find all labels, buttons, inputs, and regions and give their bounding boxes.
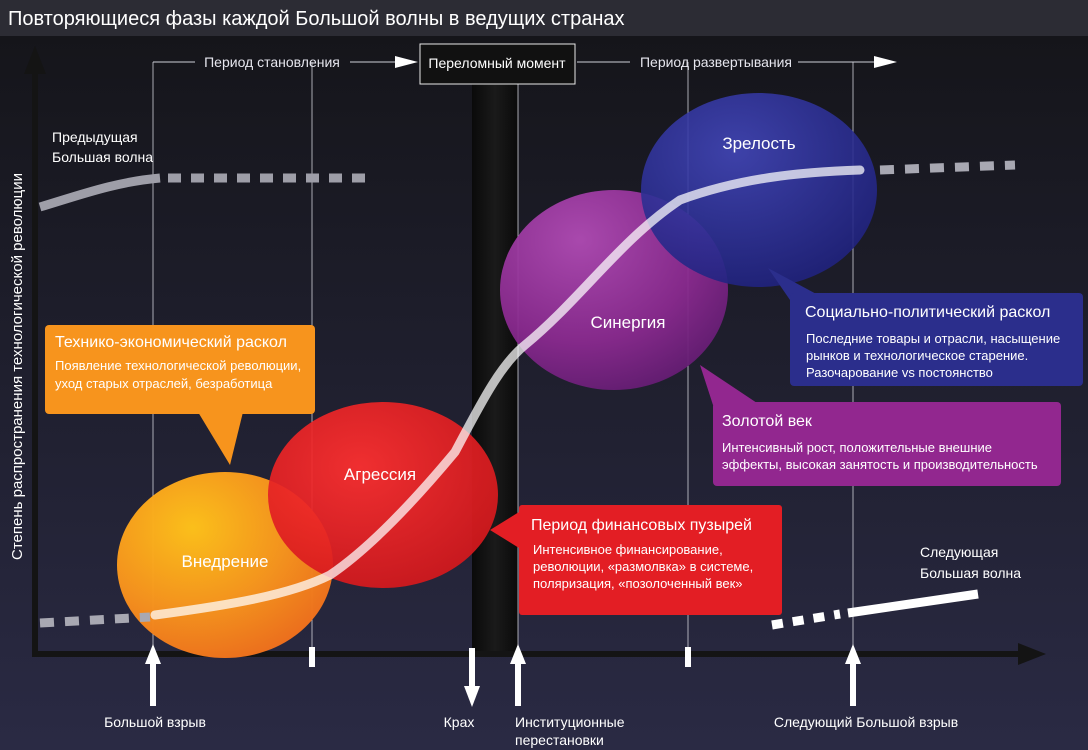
title-bar bbox=[0, 0, 1088, 36]
event-big-bang-label: Большой взрыв bbox=[104, 714, 206, 730]
phase-frenzy-label: Агрессия bbox=[344, 465, 416, 484]
callout-line: рынков и технологическое старение. bbox=[806, 348, 1028, 363]
previous-wave-label-line2: Большая волна bbox=[52, 149, 153, 165]
institutional-arrow-shaft bbox=[515, 660, 521, 706]
main-wave-dotted-start bbox=[39, 612, 151, 628]
callout-line: эффекты, высокая занятость и производите… bbox=[722, 457, 1038, 472]
phase-irruption-label: Внедрение bbox=[182, 552, 269, 571]
callout-golden-age: Золотой век Интенсивный рост, положитель… bbox=[700, 365, 1061, 486]
crash-arrow-shaft bbox=[469, 648, 475, 690]
x-axis bbox=[32, 651, 1022, 657]
callout-box bbox=[519, 505, 782, 615]
arrow-up-icon bbox=[845, 644, 861, 664]
arrow-right-icon bbox=[395, 56, 418, 68]
axis-tick bbox=[309, 647, 315, 667]
period-installation-label: Период становления bbox=[204, 54, 340, 70]
callout-bubble: Период финансовых пузырей Интенсивное фи… bbox=[490, 505, 782, 615]
phase-frenzy-bubble bbox=[268, 402, 498, 588]
y-axis bbox=[32, 72, 38, 657]
arrow-right-icon bbox=[874, 56, 897, 68]
callout-line: поляризация, «позолоченный век» bbox=[533, 576, 743, 591]
main-wave-curve bbox=[150, 165, 865, 620]
callout-title: Период финансовых пузырей bbox=[531, 517, 752, 534]
axes bbox=[24, 46, 1046, 665]
callout-title: Золотой век bbox=[722, 413, 813, 430]
previous-wave: Предыдущая Большая волна bbox=[38, 129, 368, 212]
previous-wave-curve bbox=[38, 173, 161, 212]
callout-line: Последние товары и отрасли, насыщение bbox=[806, 331, 1060, 346]
page-title: Повторяющиеся фазы каждой Большой волны … bbox=[8, 8, 625, 30]
callout-socio-political: Социально-политический раскол Последние … bbox=[768, 268, 1083, 386]
callout-techno-economic: Технико-экономический раскол Появление т… bbox=[45, 325, 315, 465]
turning-point-box bbox=[419, 43, 576, 85]
next-wave: Следующая Большая волна bbox=[771, 544, 1021, 630]
big-bang-arrow-shaft bbox=[150, 660, 156, 706]
event-arrows bbox=[145, 644, 861, 707]
event-institutional-label-line2: перестановки bbox=[515, 732, 604, 748]
callout-title: Технико-экономический раскол bbox=[55, 334, 287, 351]
previous-wave-label-line1: Предыдущая bbox=[52, 129, 138, 145]
callout-pointer bbox=[768, 268, 820, 300]
next-wave-curve bbox=[847, 589, 979, 618]
next-wave-label-line1: Следующая bbox=[920, 544, 998, 560]
event-institutional-label-line1: Институционные bbox=[515, 714, 625, 730]
y-axis-arrow-icon bbox=[24, 46, 46, 74]
phase-maturity-bubble bbox=[641, 93, 877, 287]
callout-line: Разочарование vs постоянство bbox=[806, 365, 993, 380]
main-wave-dotted-end bbox=[879, 160, 1016, 175]
callout-title: Социально-политический раскол bbox=[805, 304, 1050, 321]
period-row: Период становления Переломный момент Пер… bbox=[153, 43, 897, 85]
axis-ticks bbox=[309, 647, 691, 667]
main-wave bbox=[39, 160, 1016, 628]
axis-tick bbox=[685, 647, 691, 667]
arrow-down-icon bbox=[464, 686, 480, 707]
x-axis-arrow-icon bbox=[1018, 643, 1046, 665]
callout-pointer bbox=[700, 365, 760, 405]
y-axis-label: Степень распространения технологической … bbox=[9, 173, 26, 560]
callout-line: уход старых отраслей, безработица bbox=[55, 376, 273, 391]
period-deployment-label: Период развертывания bbox=[640, 54, 792, 70]
callout-pointer bbox=[490, 512, 519, 548]
callout-pointer bbox=[198, 412, 243, 465]
arrow-up-icon bbox=[145, 644, 161, 664]
callout-box bbox=[713, 402, 1061, 486]
callout-box bbox=[45, 325, 315, 414]
turning-point-label: Переломный момент bbox=[428, 55, 566, 71]
next-wave-label-line2: Большая волна bbox=[920, 565, 1021, 581]
callout-line: революции, «размолвка» в системе, bbox=[533, 559, 753, 574]
callout-line: Интенсивное финансирование, bbox=[533, 542, 723, 557]
callout-line: Интенсивный рост, положительные внешние bbox=[722, 440, 992, 455]
next-big-bang-arrow-shaft bbox=[850, 660, 856, 706]
callout-line: Появление технологической революции, bbox=[55, 358, 301, 373]
event-crash-label: Крах bbox=[444, 714, 475, 730]
phase-maturity-label: Зрелость bbox=[722, 134, 795, 153]
event-next-big-bang-label: Следующий Большой взрыв bbox=[774, 714, 958, 730]
arrow-up-icon bbox=[510, 644, 526, 664]
callout-box bbox=[790, 293, 1083, 386]
phase-synergy-label: Синергия bbox=[591, 313, 666, 332]
